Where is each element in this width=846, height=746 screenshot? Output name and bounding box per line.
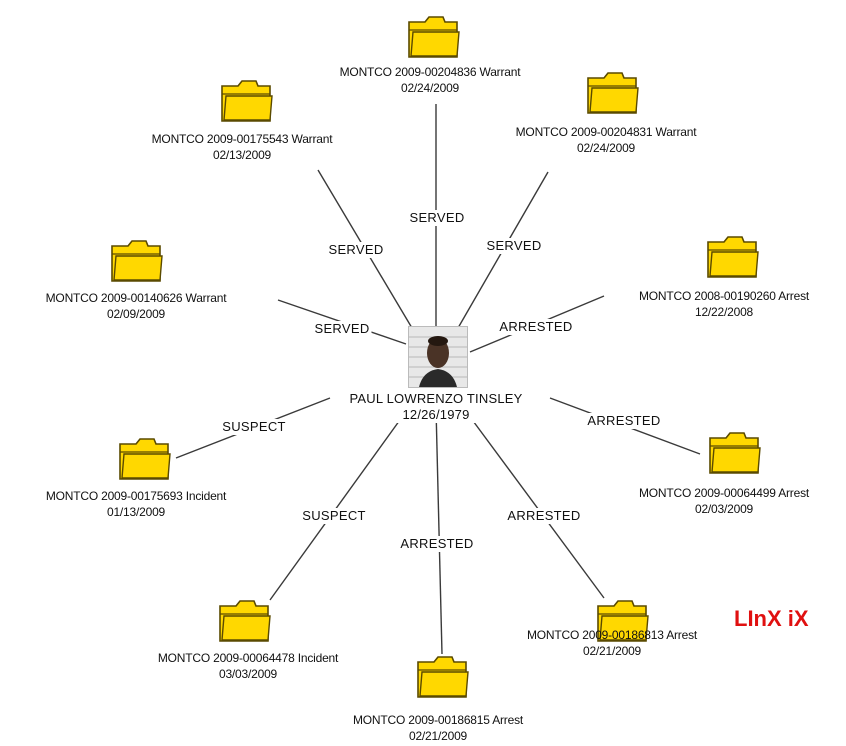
case-title: MONTCO 2009-00175543 Warrant bbox=[151, 132, 333, 146]
folder-glyph bbox=[111, 240, 163, 282]
folder-icon[interactable] bbox=[704, 234, 760, 280]
folder-glyph bbox=[408, 16, 460, 58]
folder-icon[interactable] bbox=[594, 598, 650, 644]
case-title: MONTCO 2009-00186815 Arrest bbox=[352, 713, 524, 727]
folder-icon[interactable] bbox=[414, 654, 470, 700]
folder-glyph bbox=[221, 80, 273, 122]
relation-label-i175693: SUSPECT bbox=[220, 419, 288, 435]
case-date: 03/03/2009 bbox=[218, 667, 278, 681]
folder-icon[interactable] bbox=[116, 436, 172, 482]
folder-icon[interactable] bbox=[405, 14, 461, 60]
brand-logo: LInX iX bbox=[734, 606, 809, 631]
case-label: MONTCO 2009-00064499 Arrest 02/03/2009 bbox=[639, 485, 809, 517]
case-label: MONTCO 2009-00064478 Incident 03/03/2009 bbox=[157, 650, 339, 682]
case-title: MONTCO 2009-00140626 Warrant bbox=[45, 291, 227, 305]
folder-icon[interactable] bbox=[584, 70, 640, 116]
case-label: MONTCO 2009-00140626 Warrant 02/09/2009 bbox=[46, 290, 227, 322]
person-photo[interactable] bbox=[408, 326, 468, 388]
relation-label-w204831: SERVED bbox=[484, 238, 544, 254]
link-i064478 bbox=[269, 405, 411, 601]
case-label: MONTCO 2009-00186813 Arrest 02/21/2009 bbox=[527, 627, 697, 659]
case-label: MONTCO 2009-00186815 Arrest 02/21/2009 bbox=[353, 712, 523, 744]
case-title: MONTCO 2009-00064499 Arrest bbox=[638, 486, 810, 500]
relation-label-a186813: ARRESTED bbox=[505, 508, 583, 524]
folder-icon[interactable] bbox=[108, 238, 164, 284]
relation-label-a064499: ARRESTED bbox=[585, 413, 663, 429]
relation-label-w204836: SERVED bbox=[407, 210, 467, 226]
case-date: 02/03/2009 bbox=[694, 502, 754, 516]
link-a186815 bbox=[435, 407, 443, 655]
case-title: MONTCO 2008-00190260 Arrest bbox=[638, 289, 810, 303]
link-a186813 bbox=[461, 405, 605, 599]
case-date: 02/21/2009 bbox=[582, 644, 642, 658]
relation-label-a186815: ARRESTED bbox=[398, 536, 476, 552]
case-title: MONTCO 2009-00204831 Warrant bbox=[515, 125, 697, 139]
case-label: MONTCO 2009-00175693 Incident 01/13/2009 bbox=[45, 488, 227, 520]
case-date: 02/24/2009 bbox=[400, 81, 460, 95]
case-date: 12/22/2008 bbox=[694, 305, 754, 319]
case-date: 02/24/2009 bbox=[576, 141, 636, 155]
folder-glyph bbox=[709, 432, 761, 474]
folder-glyph bbox=[219, 600, 271, 642]
folder-icon[interactable] bbox=[706, 430, 762, 476]
case-date: 02/21/2009 bbox=[408, 729, 468, 743]
case-label: MONTCO 2009-00175543 Warrant 02/13/2009 bbox=[152, 131, 333, 163]
relation-label-i064478: SUSPECT bbox=[300, 508, 368, 524]
person-name: PAUL LOWRENZO TINSLEY bbox=[349, 391, 523, 406]
folder-icon[interactable] bbox=[218, 78, 274, 124]
folder-glyph bbox=[119, 438, 171, 480]
case-date: 01/13/2009 bbox=[106, 505, 166, 519]
case-date: 02/13/2009 bbox=[212, 148, 272, 162]
relation-label-w140626: SERVED bbox=[312, 321, 372, 337]
person-photo-icon bbox=[409, 327, 467, 387]
case-title: MONTCO 2009-00204836 Warrant bbox=[339, 65, 521, 79]
relation-label-a190260: ARRESTED bbox=[497, 319, 575, 335]
folder-glyph bbox=[707, 236, 759, 278]
person-label[interactable]: PAUL LOWRENZO TINSLEY 12/26/1979 bbox=[346, 391, 526, 423]
folder-icon[interactable] bbox=[216, 598, 272, 644]
relation-label-w175543: SERVED bbox=[326, 242, 386, 258]
case-label: MONTCO 2009-00204831 Warrant 02/24/2009 bbox=[516, 124, 697, 156]
case-date: 02/09/2009 bbox=[106, 307, 166, 321]
case-title: MONTCO 2009-00186813 Arrest bbox=[526, 628, 698, 642]
case-title: MONTCO 2009-00064478 Incident bbox=[157, 651, 339, 665]
person-dob: 12/26/1979 bbox=[402, 407, 470, 422]
folder-glyph bbox=[597, 600, 649, 642]
case-label: MONTCO 2009-00204836 Warrant 02/24/2009 bbox=[340, 64, 521, 96]
case-title: MONTCO 2009-00175693 Incident bbox=[45, 489, 227, 503]
folder-glyph bbox=[587, 72, 639, 114]
case-label: MONTCO 2008-00190260 Arrest 12/22/2008 bbox=[639, 288, 809, 320]
folder-glyph bbox=[417, 656, 469, 698]
